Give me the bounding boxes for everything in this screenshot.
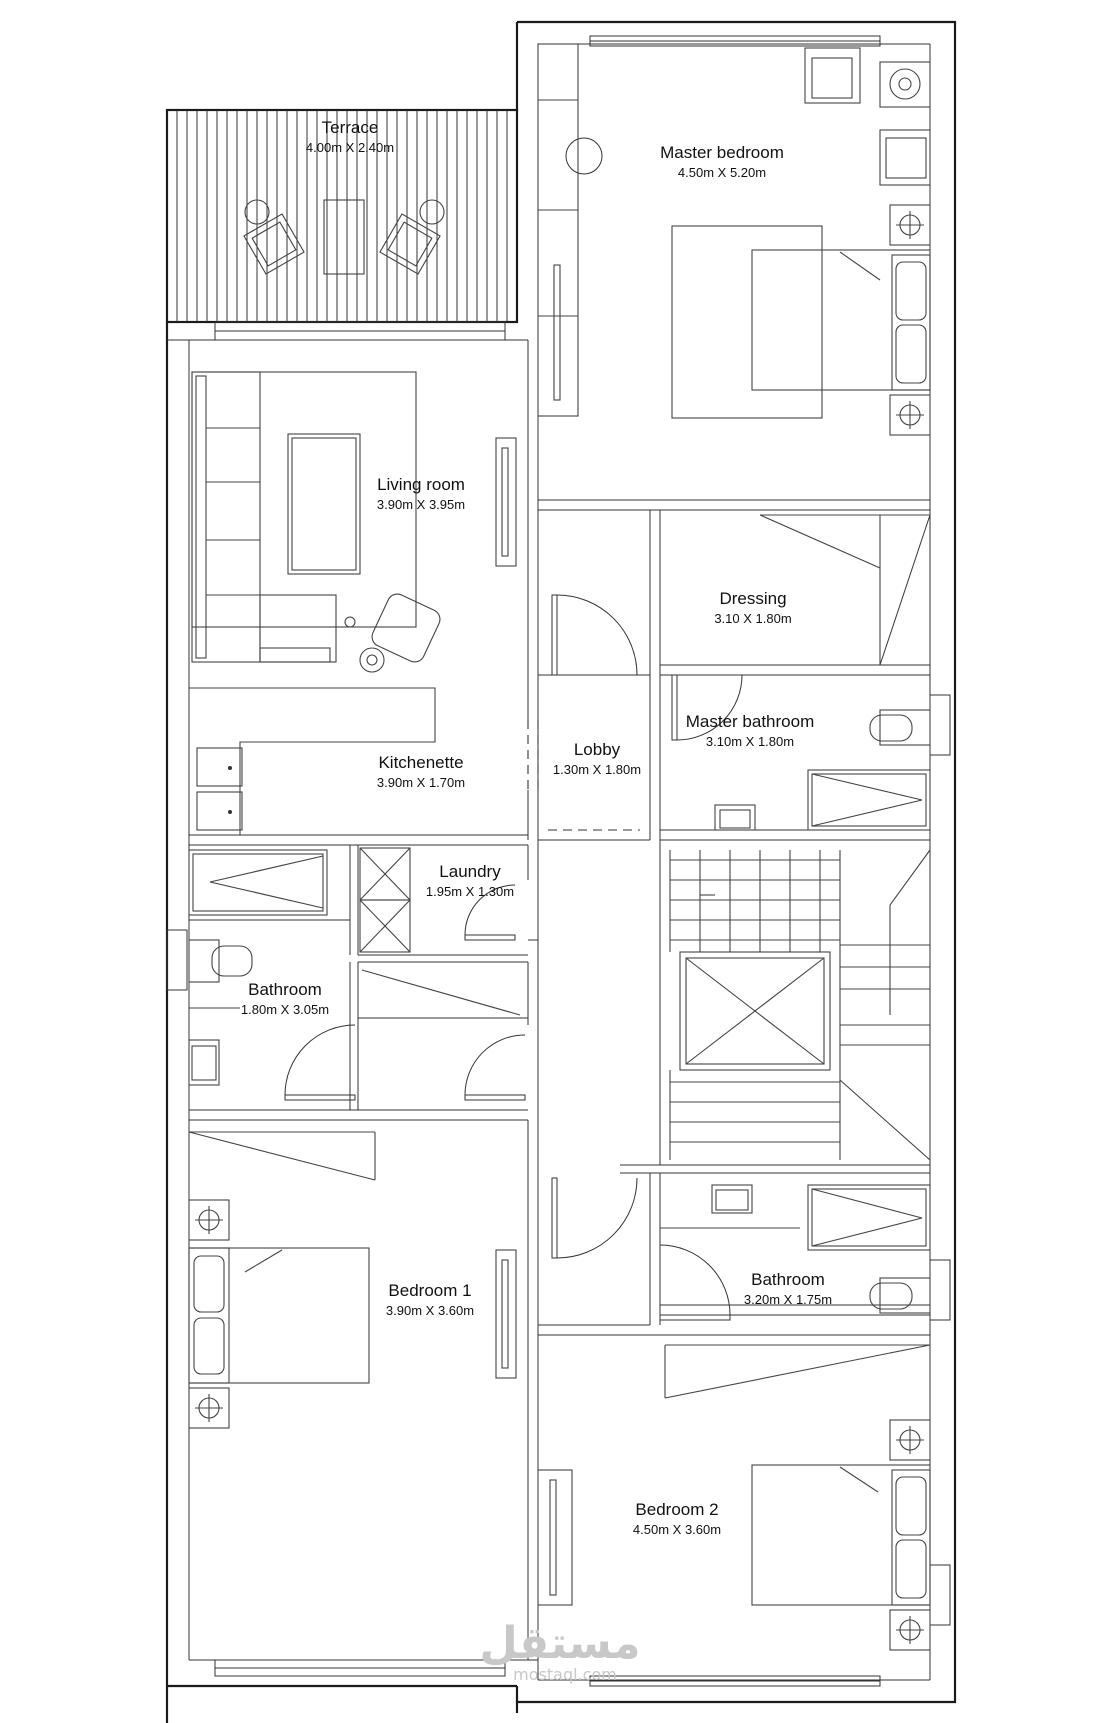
laundry-fixtures <box>359 847 411 953</box>
windows <box>166 35 951 1687</box>
exterior-walls <box>165 20 957 1723</box>
room-size-bathroom-left: 1.80m X 3.05m <box>241 1002 329 1017</box>
room-name-laundry: Laundry <box>439 862 501 881</box>
corridor-wardrobe <box>361 969 521 1016</box>
room-name-bathroom-left: Bathroom <box>248 980 322 999</box>
room-name-master-bathroom: Master bathroom <box>686 712 815 731</box>
living-room-furniture <box>189 371 517 835</box>
room-name-kitchenette: Kitchenette <box>378 753 463 772</box>
room-size-bedroom-2: 4.50m X 3.60m <box>633 1522 721 1537</box>
staircase <box>669 849 931 1161</box>
doors <box>284 137 743 1321</box>
left-bathroom-fixtures <box>188 849 328 1086</box>
watermark-arabic: مستقل <box>480 1618 641 1669</box>
room-name-bedroom-1: Bedroom 1 <box>388 1281 471 1300</box>
dressing-furniture <box>759 514 931 666</box>
room-name-bathroom-right: Bathroom <box>751 1270 825 1289</box>
room-size-kitchenette: 3.90m X 1.70m <box>377 775 465 790</box>
bedroom-1-furniture <box>188 1131 517 1429</box>
room-size-bedroom-1: 3.90m X 3.60m <box>386 1303 474 1318</box>
openings <box>390 499 735 1336</box>
room-size-terrace: 4.00m X 2.40m <box>306 140 394 155</box>
room-size-dressing: 3.10 X 1.80m <box>714 611 791 626</box>
room-name-lobby: Lobby <box>574 740 621 759</box>
watermark: مستقل mostaql.com <box>480 1618 641 1684</box>
master-bathroom-fixtures <box>714 709 931 831</box>
interior-walls <box>189 339 930 1660</box>
room-name-dressing: Dressing <box>719 589 786 608</box>
master-bedroom-furniture <box>537 43 931 436</box>
room-name-terrace: Terrace <box>322 118 379 137</box>
room-size-lobby: 1.30m X 1.80m <box>553 762 641 777</box>
right-bathroom-fixtures <box>660 1184 931 1314</box>
watermark-latin: mostaql.com <box>513 1665 617 1684</box>
terrace-furniture <box>243 199 445 275</box>
room-size-master-bedroom: 4.50m X 5.20m <box>678 165 766 180</box>
bedroom-2-furniture <box>537 1344 931 1651</box>
room-size-living-room: 3.90m X 3.95m <box>377 497 465 512</box>
room-size-laundry: 1.95m X 1.30m <box>426 884 514 899</box>
room-name-master-bedroom: Master bedroom <box>660 143 784 162</box>
room-name-living-room: Living room <box>377 475 465 494</box>
room-size-bathroom-right: 3.20m X 1.75m <box>744 1292 832 1307</box>
room-name-bedroom-2: Bedroom 2 <box>635 1500 718 1519</box>
room-size-master-bathroom: 3.10m X 1.80m <box>706 734 794 749</box>
terrace-area <box>165 108 519 341</box>
room-labels: Terrace 4.00m X 2.40m Master bedroom 4.5… <box>241 118 832 1537</box>
